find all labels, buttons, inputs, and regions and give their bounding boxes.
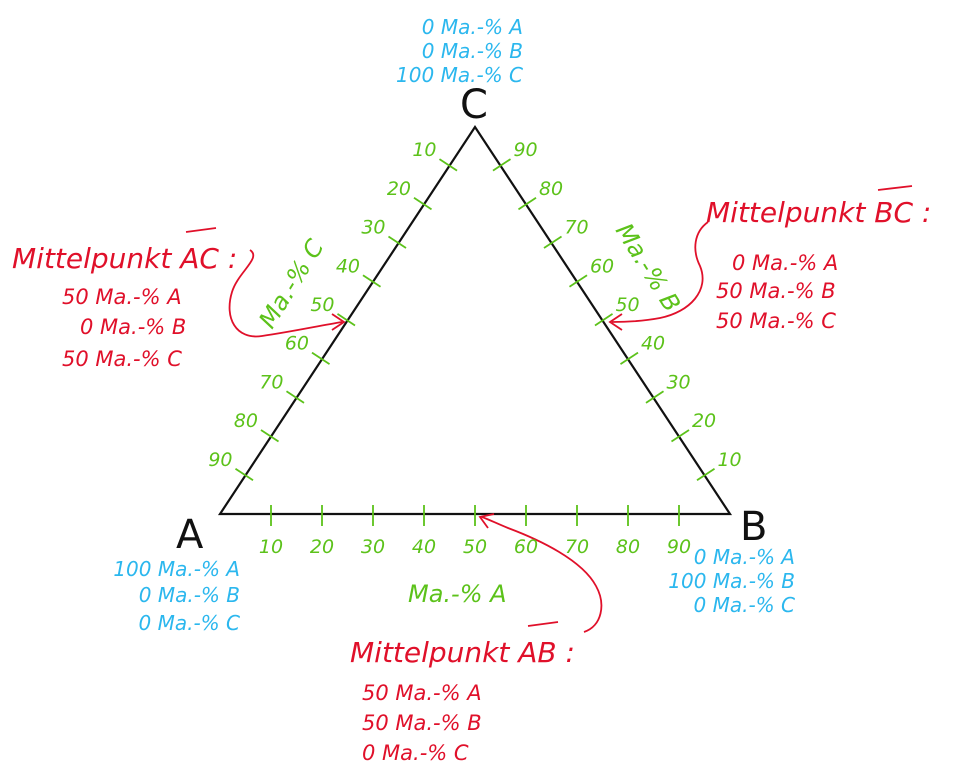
midpoint-ab-title: Mittelpunkt AB : [350, 636, 575, 669]
tick-mark-bc [670, 429, 690, 443]
vertex-c-line: 100 Ma.-% C [396, 63, 523, 87]
tick-label-ac: 20 [387, 178, 411, 200]
midpoint-bc-title: Mittelpunkt BC : [706, 196, 931, 229]
tick-label-bc: 40 [641, 333, 665, 355]
vertex-label-a: A [176, 512, 204, 558]
tick-label-ab: 90 [667, 536, 691, 558]
tick-label-ab: 40 [412, 536, 436, 558]
vertex-b-line: 0 Ma.-% C [694, 593, 796, 617]
midpoint-ab-note: Mittelpunkt AB : 50 Ma.-% A 50 Ma.-% B 0… [350, 513, 603, 765]
tick-label-ab: 60 [514, 536, 538, 558]
midpoint-ac-title: Mittelpunkt AC : [12, 242, 237, 275]
midpoint-ab-arrow [481, 516, 603, 633]
midpoint-ab-arrowhead [478, 513, 495, 529]
tick-mark-ac [285, 390, 305, 404]
midpoint-ac-line: 0 Ma.-% B [80, 315, 186, 339]
tick-label-bc: 70 [564, 217, 588, 239]
tick-label-ac: 80 [234, 410, 258, 432]
tick-label-ac: 30 [361, 217, 385, 239]
vertex-c-line: 0 Ma.-% A [422, 15, 523, 39]
tick-marks [234, 158, 716, 526]
midpoint-bc-line: 0 Ma.-% A [732, 251, 838, 275]
midpoint-bc-note: Mittelpunkt BC : 0 Ma.-% A 50 Ma.-% B 50… [608, 185, 931, 333]
triangle [217, 125, 733, 516]
midpoint-ac-arrowhead [331, 313, 346, 331]
midpoint-ab-line: 0 Ma.-% C [362, 741, 469, 765]
tick-label-ac: 90 [208, 449, 232, 471]
tick-mark-ac [438, 158, 458, 172]
tick-label-ab: 80 [616, 536, 640, 558]
tick-label-ac: 60 [285, 333, 309, 355]
tick-label-bc: 30 [666, 371, 690, 393]
midpoint-bc-overline [877, 185, 913, 191]
axis-label-ab: Ma.-% A [408, 580, 507, 608]
vertex-b-line: 0 Ma.-% A [694, 545, 795, 569]
midpoint-ab-line: 50 Ma.-% B [362, 711, 482, 735]
midpoint-bc-arrowhead [608, 313, 623, 331]
tick-label-bc: 50 [615, 294, 639, 316]
midpoint-bc-line: 50 Ma.-% B [716, 279, 836, 303]
tick-mark-bc [619, 351, 639, 365]
vertex-a-line: 100 Ma.-% A [113, 557, 240, 581]
tick-label-ac: 10 [412, 139, 436, 161]
midpoint-ac-note: Mittelpunkt AC : 50 Ma.-% A 0 Ma.-% B 50… [12, 227, 346, 371]
axis-label-ac: Ma.-% C [253, 234, 329, 333]
tick-mark-ac [362, 274, 382, 288]
tick-label-ac: 50 [310, 294, 334, 316]
tick-mark-bc [568, 274, 588, 288]
tick-label-bc: 10 [717, 449, 741, 471]
tick-mark-ac [311, 351, 331, 365]
tick-label-ac: 70 [259, 371, 283, 393]
midpoint-ac-line: 50 Ma.-% A [62, 285, 182, 309]
vertex-a-line: 0 Ma.-% B [139, 583, 240, 607]
tick-label-bc: 20 [692, 410, 716, 432]
vertex-b-line: 100 Ma.-% B [668, 569, 795, 593]
vertex-b-composition: 0 Ma.-% A 100 Ma.-% B 0 Ma.-% C [668, 545, 795, 617]
midpoint-ab-line: 50 Ma.-% A [362, 681, 482, 705]
vertex-a-line: 0 Ma.-% C [139, 611, 241, 635]
vertex-a-composition: 100 Ma.-% A 0 Ma.-% B 0 Ma.-% C [113, 557, 240, 635]
tick-mark-ac [387, 235, 407, 249]
midpoint-ac-line: 50 Ma.-% C [62, 347, 182, 371]
tick-label-ac: 40 [336, 255, 360, 277]
tick-label-bc: 60 [590, 255, 614, 277]
tick-label-ab: 70 [565, 536, 589, 558]
midpoint-ac-overline [185, 227, 217, 233]
tick-mark-bc [543, 235, 563, 249]
vertex-label-b: B [740, 504, 767, 550]
tick-label-bc: 80 [539, 178, 563, 200]
tick-label-ab: 50 [463, 536, 487, 558]
vertex-c-composition: 0 Ma.-% A 0 Ma.-% B 100 Ma.-% C [396, 15, 523, 87]
tick-label-ab: 30 [361, 536, 385, 558]
tick-mark-ac [234, 467, 254, 482]
midpoint-ab-overline [527, 621, 559, 627]
tick-mark-bc [645, 390, 665, 404]
tick-mark-bc [594, 313, 614, 327]
midpoint-bc-line: 50 Ma.-% C [716, 309, 836, 333]
tick-label-bc: 90 [513, 139, 537, 161]
vertex-c-line: 0 Ma.-% B [422, 39, 523, 63]
tick-mark-ac [413, 197, 433, 211]
vertex-label-c: C [460, 82, 488, 128]
tick-mark-bc [492, 158, 512, 172]
tick-mark-ac [336, 313, 356, 327]
tick-label-ab: 10 [259, 536, 283, 558]
midpoint-ac-arrow [228, 249, 343, 338]
midpoint-bc-arrow [611, 221, 709, 323]
tick-mark-bc [696, 467, 716, 482]
tick-mark-bc [517, 197, 537, 211]
tick-label-ab: 20 [310, 536, 334, 558]
tick-mark-ac [260, 429, 280, 443]
